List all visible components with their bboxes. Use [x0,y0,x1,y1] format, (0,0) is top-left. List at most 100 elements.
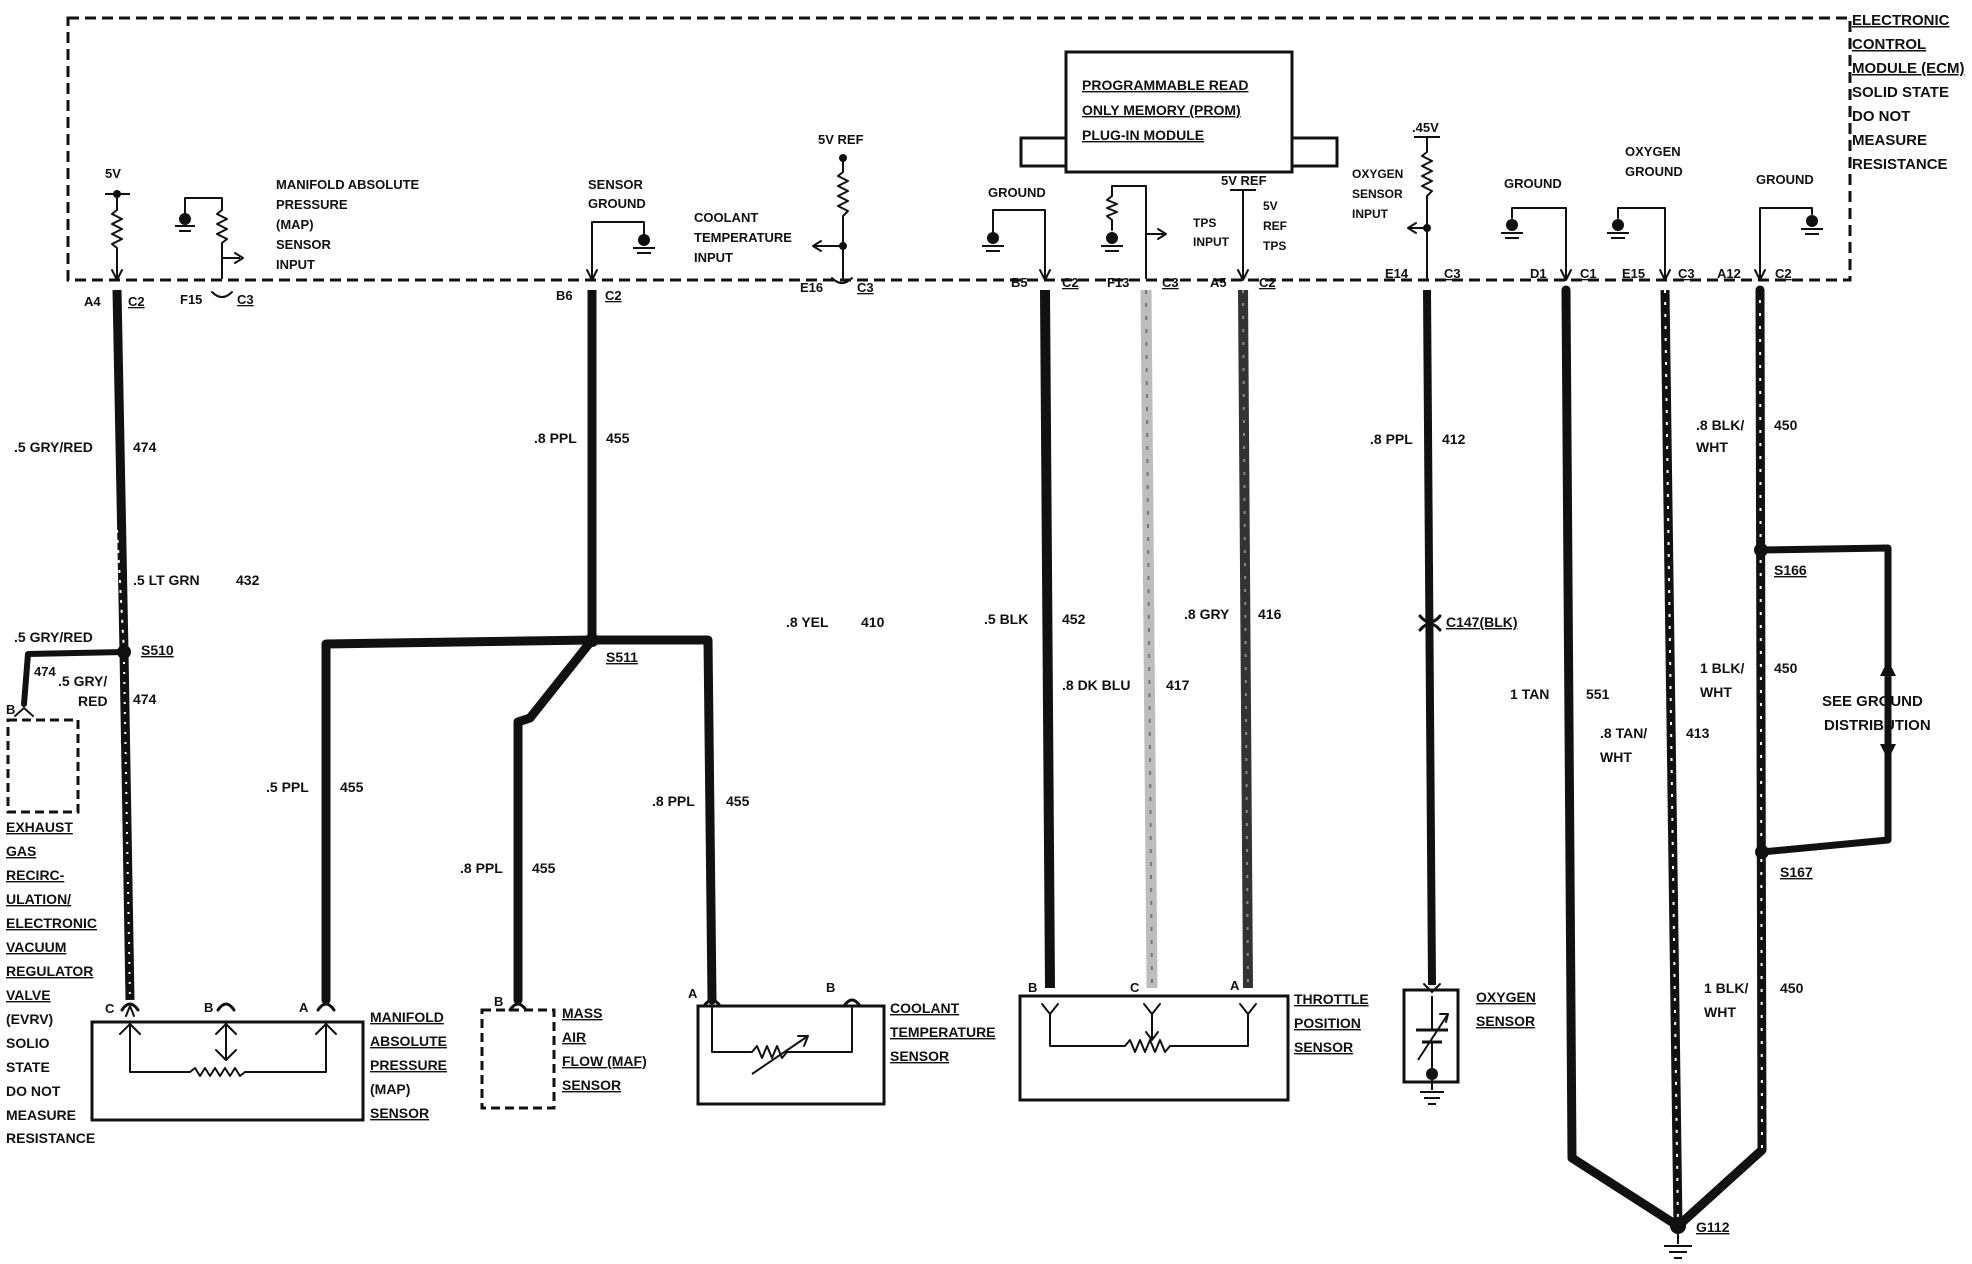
svg-text:CONTROL: CONTROL [1852,36,1926,53]
maf-sensor-component: B MASS AIR FLOW (MAF) SENSOR [480,994,647,1110]
svg-text:RED: RED [78,693,108,709]
svg-text:MODULE (ECM): MODULE (ECM) [1852,60,1965,77]
svg-text:F13: F13 [1107,275,1129,290]
f15-internal-circuit: MANIFOLD ABSOLUTE PRESSURE (MAP) SENSOR … [175,177,420,279]
svg-text:450: 450 [1774,417,1798,433]
wire-551-413: 1 TAN 551 .8 TAN/ WHT 413 [1510,285,1710,1231]
wire-474-432: .5 GRY/RED 474 .5 LT GRN 432 .5 GRY/RED … [14,289,260,1001]
svg-text:.5 PPL: .5 PPL [266,779,309,795]
svg-text:455: 455 [726,793,750,809]
svg-text:.5 LT GRN: .5 LT GRN [133,572,200,588]
svg-text:B: B [494,994,503,1009]
svg-text:412: 412 [1442,431,1466,447]
svg-text:SENSOR: SENSOR [1476,1013,1535,1029]
svg-text:B5: B5 [1011,275,1028,290]
a12-internal-circuit: GROUND [1754,172,1823,281]
svg-text:ELECTRONIC: ELECTRONIC [6,915,97,931]
svg-text:C2: C2 [1775,266,1792,281]
svg-text:WHT: WHT [1704,1004,1736,1020]
svg-text:THROTTLE: THROTTLE [1294,991,1369,1007]
svg-text:VACUUM: VACUUM [6,939,66,955]
svg-text:C3: C3 [1678,266,1695,281]
oxygen-sensor-component: OXYGEN SENSOR [1402,983,1536,1105]
svg-text:.5 BLK: .5 BLK [984,611,1028,627]
svg-text:S510: S510 [141,642,174,658]
svg-text:SENSOR: SENSOR [1352,187,1403,201]
f13-internal-circuit: TPS INPUT [1101,185,1230,279]
svg-text:.5 GRY/RED: .5 GRY/RED [14,439,93,455]
svg-text:5V: 5V [1263,199,1278,213]
svg-text:S511: S511 [606,649,638,665]
svg-text:C3: C3 [1162,275,1179,290]
svg-text:OXYGEN: OXYGEN [1476,989,1536,1005]
svg-text:AIR: AIR [562,1029,586,1045]
svg-text:G112: G112 [1696,1219,1730,1235]
svg-text:PROGRAMMABLE READ: PROGRAMMABLE READ [1082,77,1248,93]
svg-text:SENSOR: SENSOR [890,1048,949,1064]
svg-text:INPUT: INPUT [1352,207,1389,221]
svg-text:GROUND: GROUND [1756,172,1814,187]
svg-text:.8 PPL: .8 PPL [1370,431,1413,447]
svg-text:474: 474 [133,439,157,455]
svg-text:.8 YEL: .8 YEL [786,614,829,630]
svg-text:C1: C1 [1580,266,1597,281]
svg-text:E14: E14 [1385,266,1409,281]
svg-text:GROUND: GROUND [988,185,1046,200]
svg-text:.8 PPL: .8 PPL [460,860,503,876]
svg-text:.8 DK BLU: .8 DK BLU [1062,677,1130,693]
svg-text:A: A [299,1000,309,1015]
svg-text:POSITION: POSITION [1294,1015,1361,1031]
a4-internal-circuit: 5V [105,166,130,281]
svg-text:452: 452 [1062,611,1086,627]
svg-text:S167: S167 [1780,864,1813,880]
svg-text:B: B [6,702,15,717]
svg-text:TEMPERATURE: TEMPERATURE [694,230,792,245]
svg-text:413: 413 [1686,725,1710,741]
svg-text:A: A [1230,978,1240,993]
svg-text:COOLANT: COOLANT [890,1000,960,1016]
svg-text:C147(BLK): C147(BLK) [1446,614,1518,630]
svg-text:SOLID STATE: SOLID STATE [1852,84,1949,101]
svg-text:REF: REF [1263,219,1287,233]
svg-text:5V REF: 5V REF [1221,173,1267,188]
svg-text:C3: C3 [857,280,874,295]
svg-text:SENSOR: SENSOR [370,1105,429,1121]
svg-text:DISTRIBUTION: DISTRIBUTION [1824,717,1931,734]
svg-text:B: B [1028,980,1037,995]
svg-text:MEASURE: MEASURE [1852,132,1927,149]
svg-text:1 BLK/: 1 BLK/ [1700,660,1744,676]
svg-text:416: 416 [1258,606,1282,622]
svg-text:C: C [1130,980,1140,995]
b5-internal-circuit: GROUND [982,185,1051,281]
svg-text:C: C [105,1001,115,1016]
svg-text:WHT: WHT [1600,749,1632,765]
svg-text:455: 455 [532,860,556,876]
e14-internal-circuit: .45V OXYGEN SENSOR INPUT [1352,120,1440,279]
svg-text:OXYGEN: OXYGEN [1625,144,1681,159]
svg-text:DO NOT: DO NOT [6,1083,61,1099]
svg-text:432: 432 [236,572,260,588]
a5-internal-circuit: 5V REF 5V REF TPS [1221,173,1287,281]
svg-text:C2: C2 [128,294,145,309]
svg-text:ONLY MEMORY (PROM): ONLY MEMORY (PROM) [1082,102,1241,118]
svg-text:SOLIO: SOLIO [6,1035,50,1051]
svg-text:INPUT: INPUT [276,257,315,272]
svg-text:A12: A12 [1717,266,1741,281]
g112-ground: G112 [1664,1218,1730,1259]
svg-text:F15: F15 [180,292,202,307]
svg-text:GROUND: GROUND [588,196,646,211]
svg-text:MANIFOLD: MANIFOLD [370,1009,444,1025]
svg-text:E15: E15 [1622,266,1645,281]
svg-text:EXHAUST: EXHAUST [6,819,73,835]
svg-text:C2: C2 [605,288,622,303]
svg-text:.8 TAN/: .8 TAN/ [1600,725,1647,741]
svg-text:MASS: MASS [562,1005,602,1021]
svg-text:REGULATOR: REGULATOR [6,963,93,979]
svg-text:417: 417 [1166,677,1190,693]
svg-text:5V: 5V [105,166,121,181]
svg-text:B: B [204,1000,213,1015]
svg-text:D1: D1 [1530,266,1547,281]
svg-text:COOLANT: COOLANT [694,210,758,225]
svg-text:A4: A4 [84,294,101,309]
